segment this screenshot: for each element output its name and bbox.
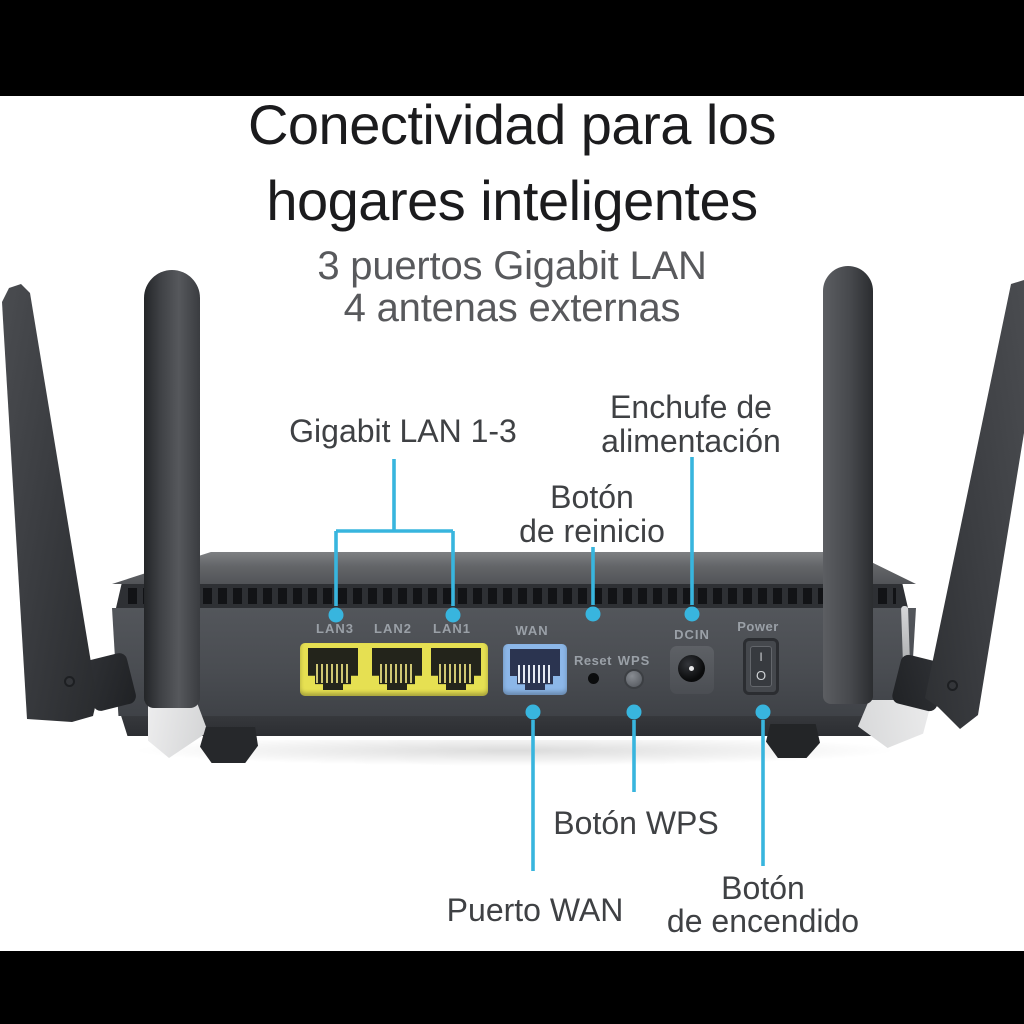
port-label-lan3: LAN3 <box>316 621 354 636</box>
port-label-wps: WPS <box>617 653 651 668</box>
power-switch-on-symbol: I <box>759 650 763 664</box>
page-title-line-2: hogares inteligentes <box>266 169 758 232</box>
page-title-line-1: Conectividad para los <box>247 93 777 156</box>
port-label-wan: WAN <box>515 623 549 638</box>
lan3-port[interactable] <box>308 648 358 690</box>
power-switch-off-symbol: O <box>755 668 767 683</box>
antenna-outer-right <box>925 280 1024 729</box>
letterbox-bottom-bar <box>0 951 1024 1024</box>
router-top-panel <box>112 552 916 584</box>
router-foot-left <box>200 727 258 763</box>
callout-label-power-switch-line1: Botón <box>721 870 805 906</box>
callout-label-power-switch: Botón de encendido <box>667 872 859 938</box>
callout-label-gigabit-lan: Gigabit LAN 1-3 <box>289 413 517 449</box>
callout-label-reset-line1: Botón <box>550 479 634 515</box>
power-switch[interactable] <box>750 646 772 687</box>
antenna-inner-left <box>144 270 200 708</box>
lan-port-block[interactable] <box>300 643 488 696</box>
subtitle-line-2: 4 antenas externas <box>343 286 681 330</box>
wan-port-pins <box>517 664 553 684</box>
callout-label-wps: Botón WPS <box>553 805 719 841</box>
antenna-outer-left <box>2 284 97 722</box>
router-foot-right <box>766 724 820 758</box>
lan3-port-pins <box>315 663 351 684</box>
antenna-screw-right <box>947 680 958 691</box>
port-label-lan2: LAN2 <box>374 621 412 636</box>
port-label-lan1: LAN1 <box>433 621 471 636</box>
letterbox-top-bar <box>0 0 1024 96</box>
subtitle-line-1: 3 puertos Gigabit LAN <box>317 244 707 288</box>
router-bottom-edge <box>121 716 905 736</box>
callout-label-reset: Botón de reinicio <box>519 480 665 548</box>
heading-block: Conectividad para los hogares inteligent… <box>0 87 1024 329</box>
lan2-port-pins <box>379 663 415 684</box>
lan1-port[interactable] <box>431 648 481 690</box>
port-label-reset: Reset <box>574 653 612 668</box>
wan-port[interactable] <box>503 644 567 695</box>
antenna-inner-right <box>823 266 873 704</box>
antenna-screw-left <box>64 676 75 687</box>
callout-label-power-jack: Enchufe de alimentación <box>601 390 781 458</box>
vent-grille <box>116 584 908 608</box>
callout-label-reset-line2: de reinicio <box>519 513 665 549</box>
reset-button[interactable] <box>588 673 599 684</box>
wps-button[interactable] <box>624 669 644 689</box>
lan2-port[interactable] <box>372 648 422 690</box>
wan-port-slot <box>510 649 560 690</box>
dc-jack-center-pin <box>689 666 694 671</box>
lan1-port-pins <box>438 663 474 684</box>
port-label-power: Power <box>737 619 779 634</box>
callout-label-power-jack-line1: Enchufe de <box>610 389 772 425</box>
callout-label-wan: Puerto WAN <box>446 892 624 928</box>
port-label-dcin: DCIN <box>674 627 710 642</box>
callout-label-power-switch-line2: de encendido <box>666 903 860 939</box>
callout-label-power-jack-line2: alimentación <box>601 423 781 459</box>
